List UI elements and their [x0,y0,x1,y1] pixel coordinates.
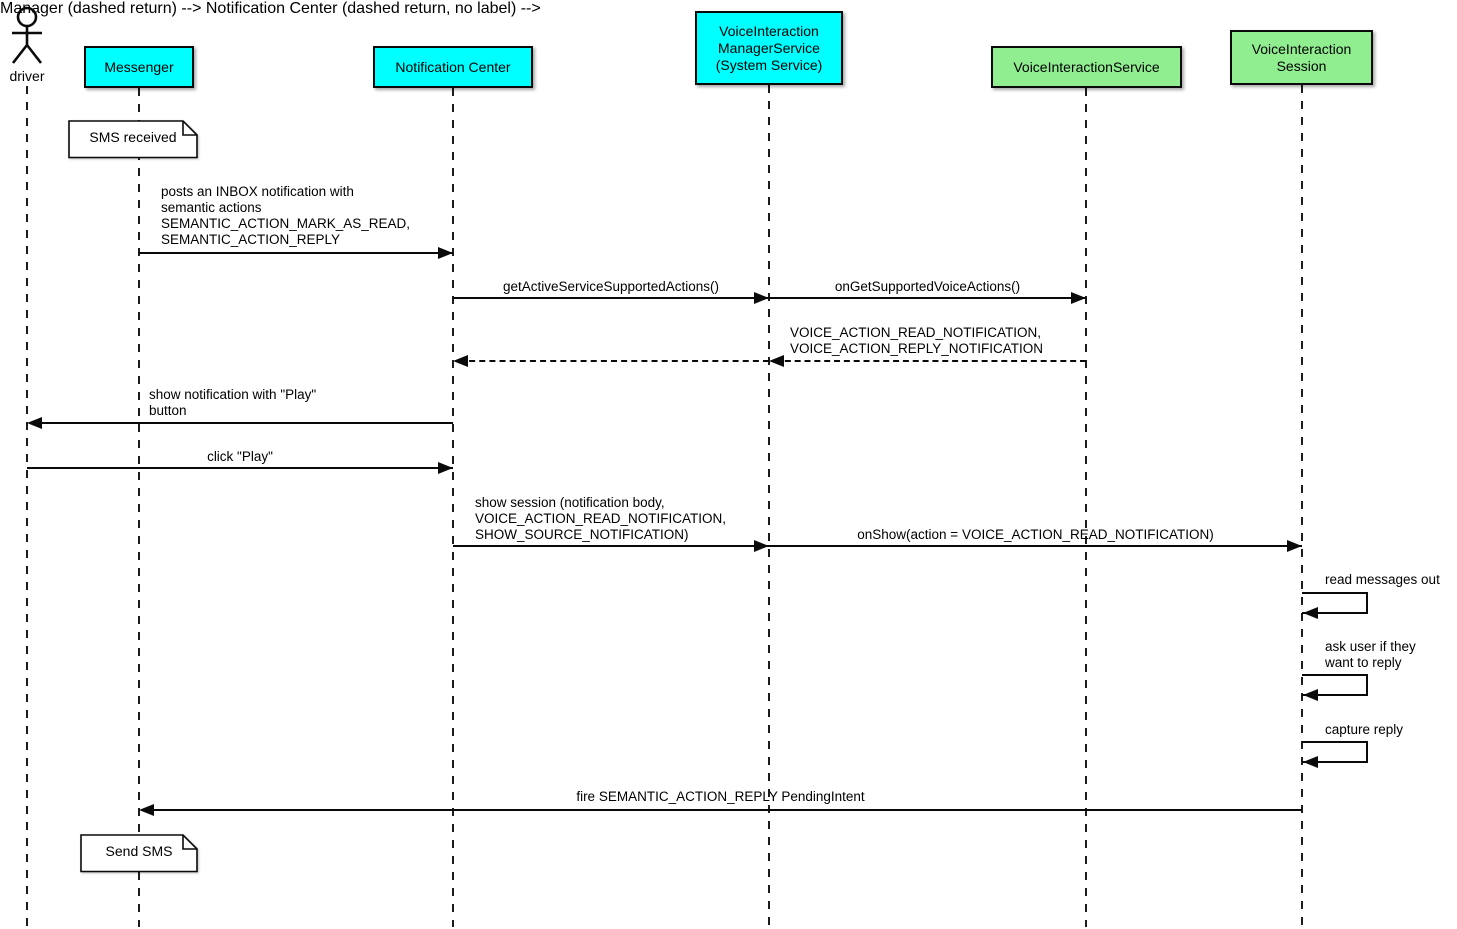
self-message-loop [1302,741,1368,763]
arrowhead-left-icon [27,417,42,429]
message-line [453,545,769,547]
participant-voiceinteraction-manager-service: VoiceInteraction ManagerService (System … [695,11,843,85]
arrowhead-right-icon [754,540,769,552]
actor-label: driver [9,68,45,84]
note-shape-icon [80,834,198,873]
arrowhead-left-icon [453,355,468,367]
message-label-voice-action-return: VOICE_ACTION_READ_NOTIFICATION, VOICE_AC… [790,325,1044,356]
arrowhead-left-icon [1303,756,1318,768]
arrowhead-left-icon [1303,689,1318,701]
arrowhead-right-icon [1287,540,1302,552]
message-line [769,545,1302,547]
arrowhead-left-icon [1303,607,1318,619]
message-label-on-get-supported-voice-actions: onGetSupportedVoiceActions() [834,279,1021,294]
self-message-label-read-messages-out: read messages out [1325,572,1440,587]
message-label-show-notification-play: show notification with "Play" button [149,387,317,418]
message-line [145,809,1302,811]
actor-figure-icon [11,6,43,64]
message-label-show-session: show session (notification body, VOICE_A… [475,495,727,542]
note-text: SMS received [89,129,177,145]
message-label-fire-semantic-action-reply: fire SEMANTIC_ACTION_REPLY PendingIntent [576,789,865,804]
message-line [769,297,1086,299]
lifeline-driver [26,86,28,927]
lifeline-notification-center [452,88,454,927]
arrowhead-right-icon [438,247,453,259]
arrowhead-left-icon [769,355,784,367]
participant-voiceinteraction-session: VoiceInteraction Session [1230,30,1373,85]
note-shape-icon [68,120,198,159]
participant-messenger: Messenger [84,46,194,88]
note-text: Send SMS [105,843,173,859]
message-line [139,252,453,254]
message-line [33,422,453,424]
message-line-dashed [459,360,769,362]
arrowhead-left-icon [139,804,154,816]
self-message-loop [1302,674,1368,696]
participant-voiceinteraction-service: VoiceInteractionService [991,46,1182,88]
arrowhead-right-icon [1071,292,1086,304]
participant-notification-center: Notification Center [373,46,533,88]
note-sms-received: SMS received [68,120,198,159]
arrowhead-right-icon [754,292,769,304]
self-message-label-ask-user-reply: ask user if they want to reply [1325,639,1416,670]
message-label-get-active-service-supported-actions: getActiveServiceSupportedActions() [502,279,720,294]
self-message-label-capture-reply: capture reply [1325,722,1404,737]
lifeline-voiceinteraction-session [1301,85,1303,927]
message-line [453,297,769,299]
message-label-posts-inbox-notification: posts an INBOX notification with semanti… [161,184,411,247]
message-label-click-play: click "Play" [207,449,273,464]
note-send-sms: Send SMS [80,834,198,873]
message-line [27,467,453,469]
arrowhead-right-icon [438,462,453,474]
lifeline-voiceinteraction-manager-service [768,85,770,927]
lifeline-voiceinteraction-service [1085,88,1087,927]
lifeline-messenger [138,88,140,927]
self-message-loop [1302,592,1368,614]
message-line-dashed [775,360,1086,362]
message-label-on-show: onShow(action = VOICE_ACTION_READ_NOTIFI… [857,527,1214,542]
